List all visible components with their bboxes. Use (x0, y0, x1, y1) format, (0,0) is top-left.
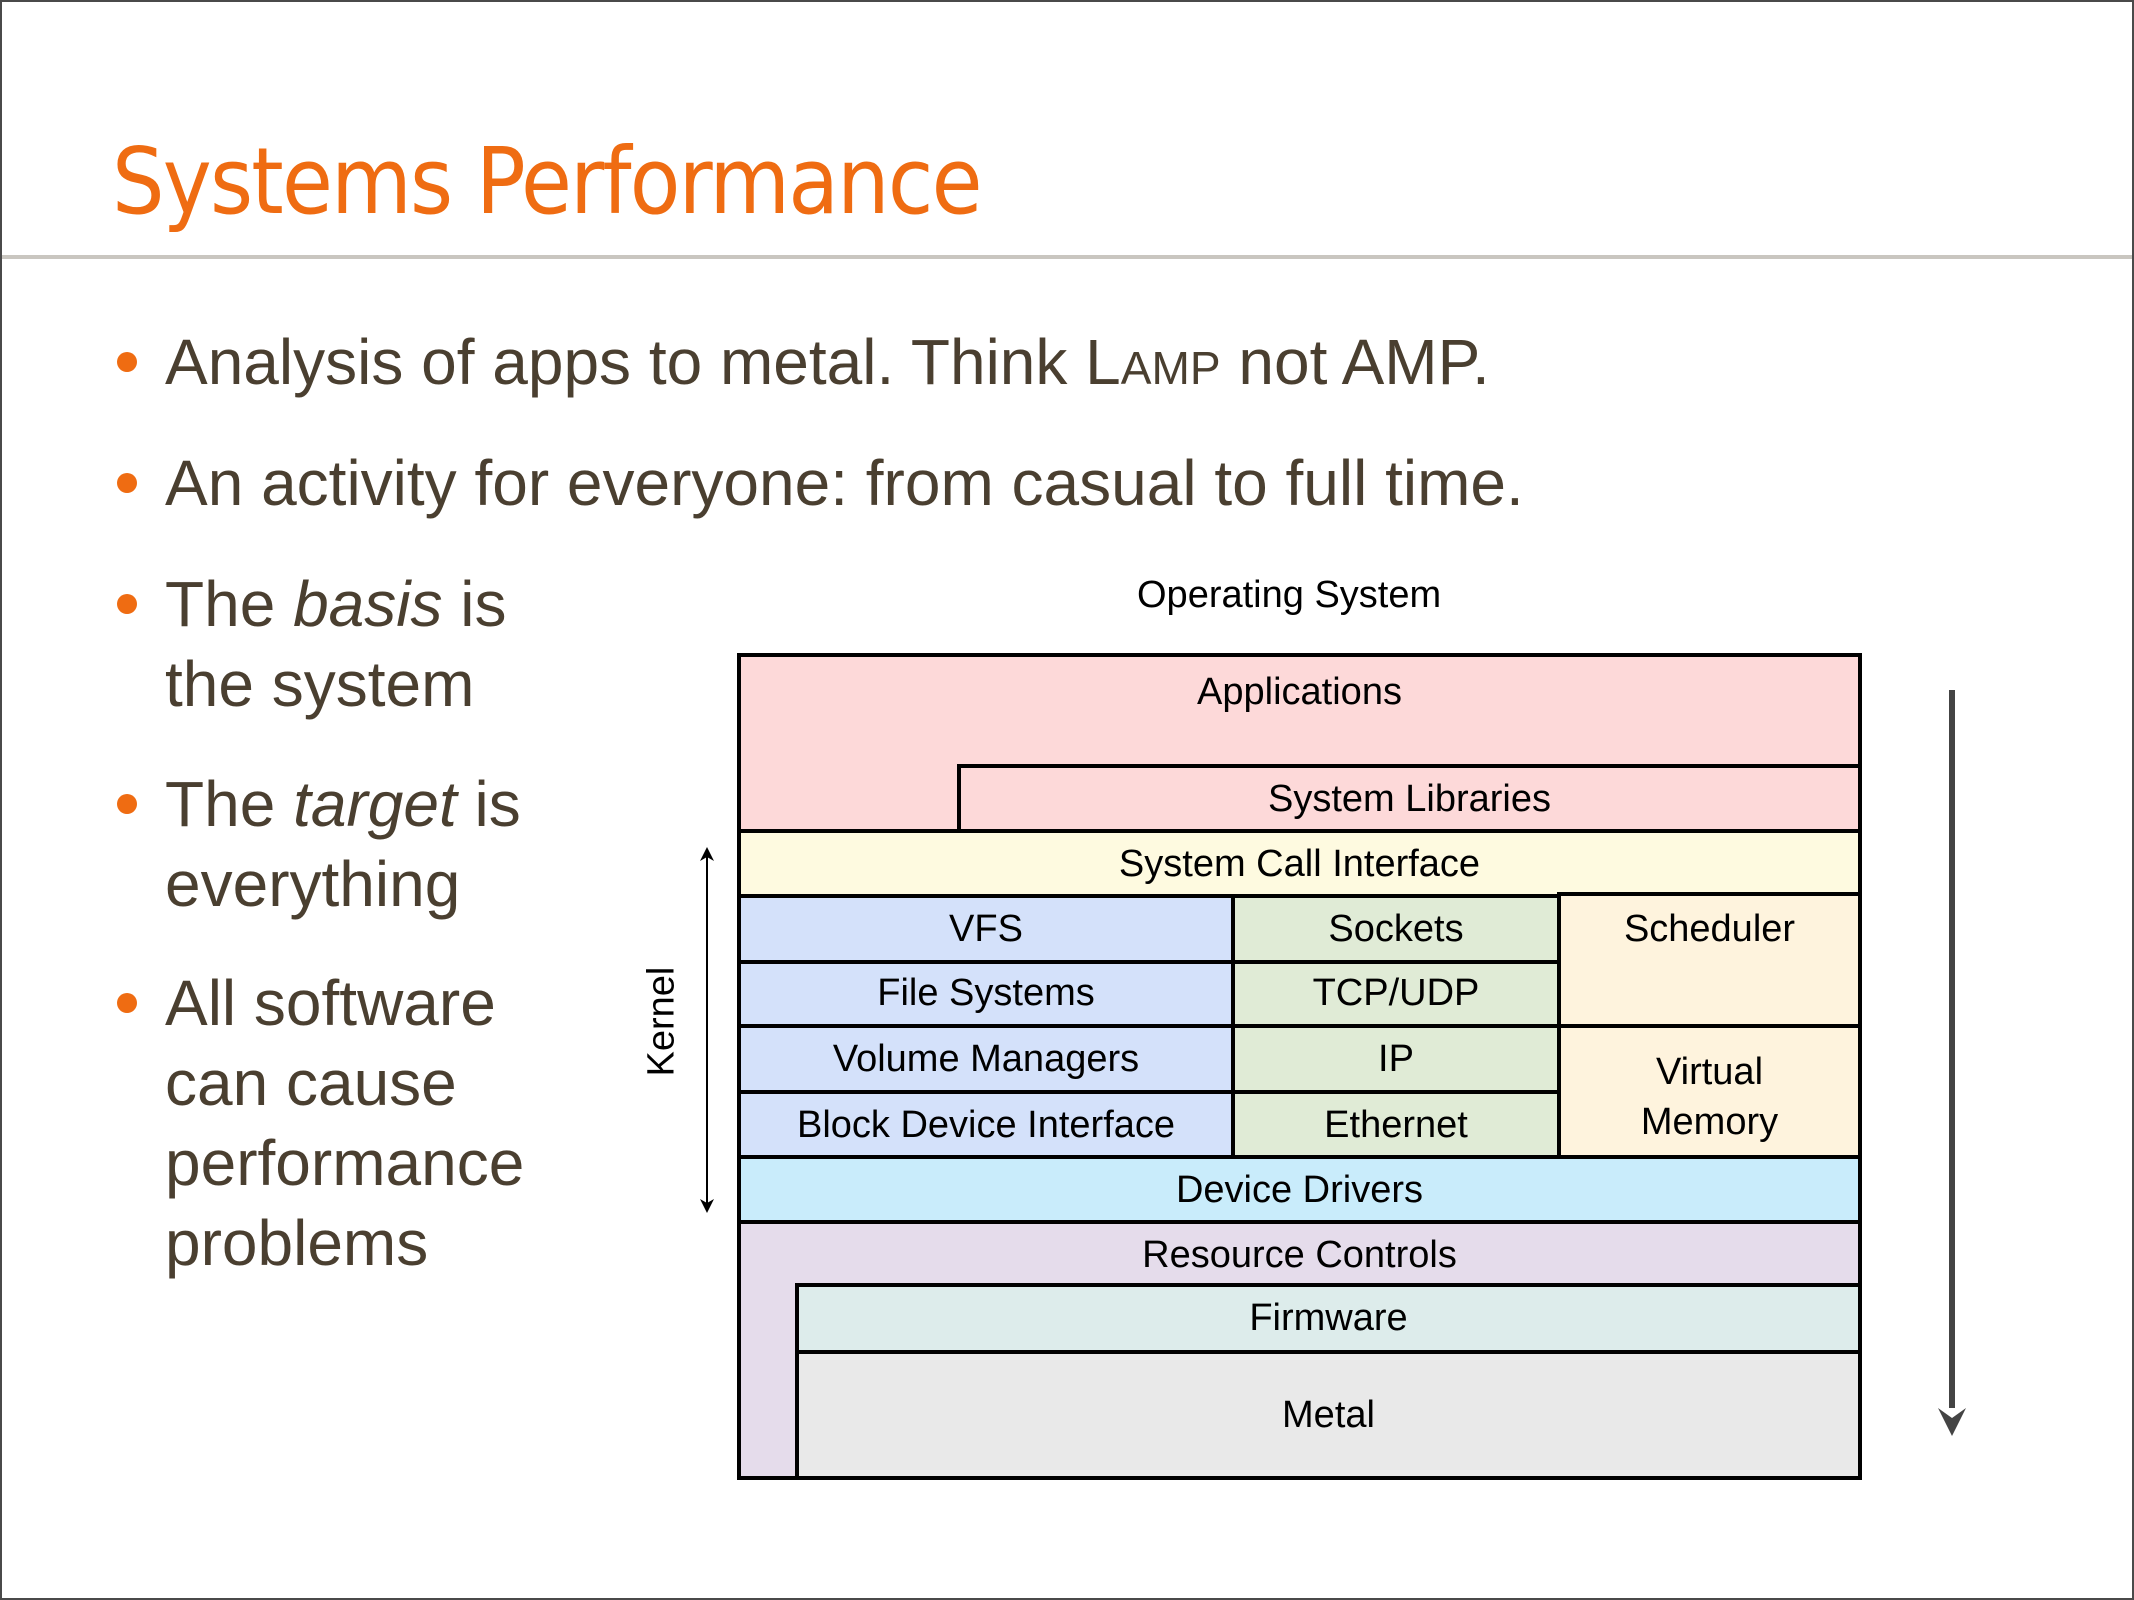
bullet-4: The target is everything (117, 764, 521, 924)
diagram-title: Operating System (1137, 574, 1442, 616)
bullet-dot-icon (117, 794, 137, 814)
bullet-5: All software can cause performance probl… (117, 963, 524, 1283)
layer-tcp-udp: TCP/UDP (1231, 960, 1561, 1028)
layer-scheduler: Scheduler (1557, 892, 1862, 1028)
layer-ethernet: Ethernet (1231, 1090, 1561, 1159)
bullet-dot-icon (117, 594, 137, 614)
layer-system-libraries: System Libraries (957, 764, 1862, 833)
kernel-label: Kernel (640, 966, 683, 1077)
bullet-2: An activity for everyone: from casual to… (117, 443, 1524, 523)
bullet-dot-icon (117, 473, 137, 493)
kernel-range-arrow-icon (700, 847, 714, 1213)
layer-file-systems: File Systems (737, 960, 1235, 1028)
layer-ip: IP (1231, 1024, 1561, 1094)
layer-sockets: Sockets (1231, 894, 1561, 964)
layer-virtual-memory: Virtual Memory (1557, 1024, 1862, 1159)
slide-title: Systems Performance (112, 128, 983, 235)
title-divider (2, 255, 2132, 259)
bullet-1: Analysis of apps to metal. Think LAMP no… (117, 322, 1490, 408)
layer-firmware: Firmware (795, 1283, 1862, 1354)
stack-down-arrow-icon (1938, 690, 1966, 1436)
layer-device-drivers: Device Drivers (737, 1155, 1862, 1224)
bullet-dot-icon (117, 352, 137, 372)
layer-vfs: VFS (737, 894, 1235, 964)
bullet-3: The basis is the system (117, 564, 506, 724)
layer-system-call-interface: System Call Interface (737, 829, 1862, 898)
layer-metal: Metal (795, 1350, 1862, 1480)
layer-block-device-interface: Block Device Interface (737, 1090, 1235, 1159)
layer-volume-managers: Volume Managers (737, 1024, 1235, 1094)
bullet-dot-icon (117, 993, 137, 1013)
